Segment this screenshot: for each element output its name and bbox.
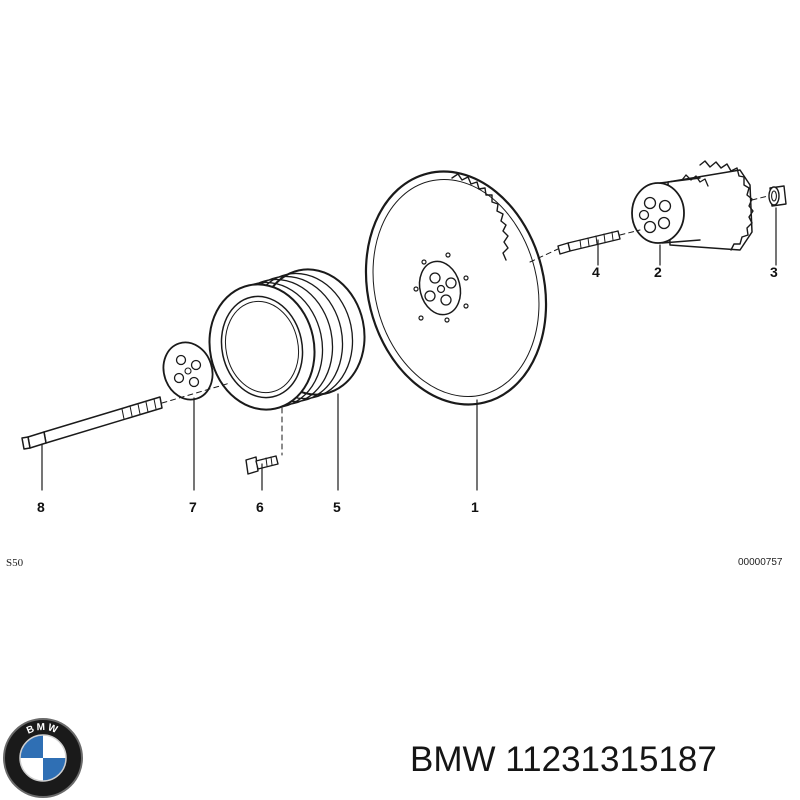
callout-1: 1	[471, 499, 479, 515]
leader-lines	[41, 207, 777, 491]
gear-hub-adapter	[631, 160, 754, 251]
callout-2: 2	[654, 264, 662, 280]
callout-8: 8	[37, 499, 45, 515]
part-number: 11231315187	[505, 740, 717, 779]
central-bolt	[21, 396, 163, 450]
damper-pulley	[208, 268, 366, 411]
part-caption: BMW 11231315187	[410, 740, 717, 790]
stud-bolt	[557, 230, 621, 255]
callout-7: 7	[189, 499, 197, 515]
callout-3: 3	[770, 264, 778, 280]
callout-4: 4	[592, 264, 600, 280]
diagram-code-right: 00000757	[738, 557, 783, 568]
diagram-code-left: S50	[6, 557, 24, 569]
bmw-logo: BMW	[3, 718, 83, 798]
svg-text:BMW: BMW	[25, 722, 61, 737]
callout-5: 5	[333, 499, 341, 515]
brand-name: BMW	[410, 740, 496, 779]
alignment-lines	[161, 195, 769, 456]
flange-washer	[162, 341, 214, 401]
flywheel-plate	[364, 170, 548, 406]
callout-6: 6	[256, 499, 264, 515]
exploded-parts-diagram: 1 2 3 4 5 6 7 8	[21, 160, 787, 515]
bushing	[768, 185, 787, 207]
